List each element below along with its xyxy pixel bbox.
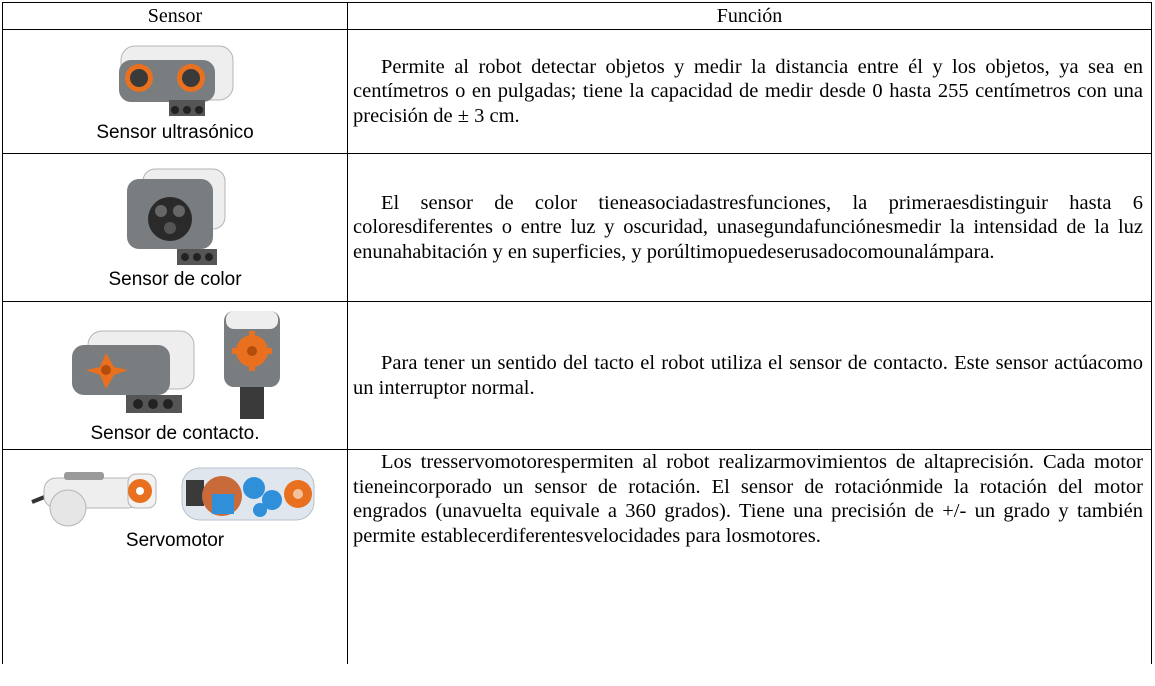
function-text: Permite al robot detectar objetos y medi… — [347, 29, 1152, 154]
header-row: Sensor Función — [2, 2, 1152, 30]
sensor-name: Sensor de color — [108, 268, 242, 290]
table-row: Servomotor Los tresservomotorespermiten … — [2, 449, 1152, 664]
header-funcion: Función — [347, 2, 1152, 30]
sensor-name: Servomotor — [125, 530, 225, 551]
sensor-cell: Sensor de color — [2, 153, 348, 302]
table-row: Sensor de color El sensor de color tiene… — [2, 153, 1152, 302]
sensor-table: Sensor Función Sensor ultrasónico Permit… — [2, 2, 1152, 664]
ultrasonic-sensor-icon — [119, 45, 234, 116]
function-text: Para tener un sentido del tacto el robot… — [347, 301, 1152, 450]
sensor-name: Sensor ultrasónico — [96, 121, 254, 143]
servomotor-icon — [31, 472, 157, 527]
table-row: Sensor de contacto. Para tener un sentid… — [2, 301, 1152, 450]
touch-sensor-alt-icon — [224, 310, 280, 419]
function-text: Los tresservomotorespermiten al robot re… — [347, 449, 1152, 664]
sensor-cell: Sensor ultrasónico — [2, 29, 348, 154]
sensor-name: Sensor de contacto. — [90, 422, 260, 444]
function-text: El sensor de color tieneasociadastresfun… — [347, 153, 1152, 302]
sensor-cell: Sensor de contacto. — [2, 301, 348, 450]
servomotor-gears-icon — [181, 467, 315, 521]
header-sensor: Sensor — [2, 2, 348, 30]
touch-sensor-icon — [72, 330, 195, 413]
sensor-cell: Servomotor — [2, 449, 348, 664]
color-sensor-icon — [127, 168, 226, 265]
table-row: Sensor ultrasónico Permite al robot dete… — [2, 29, 1152, 154]
